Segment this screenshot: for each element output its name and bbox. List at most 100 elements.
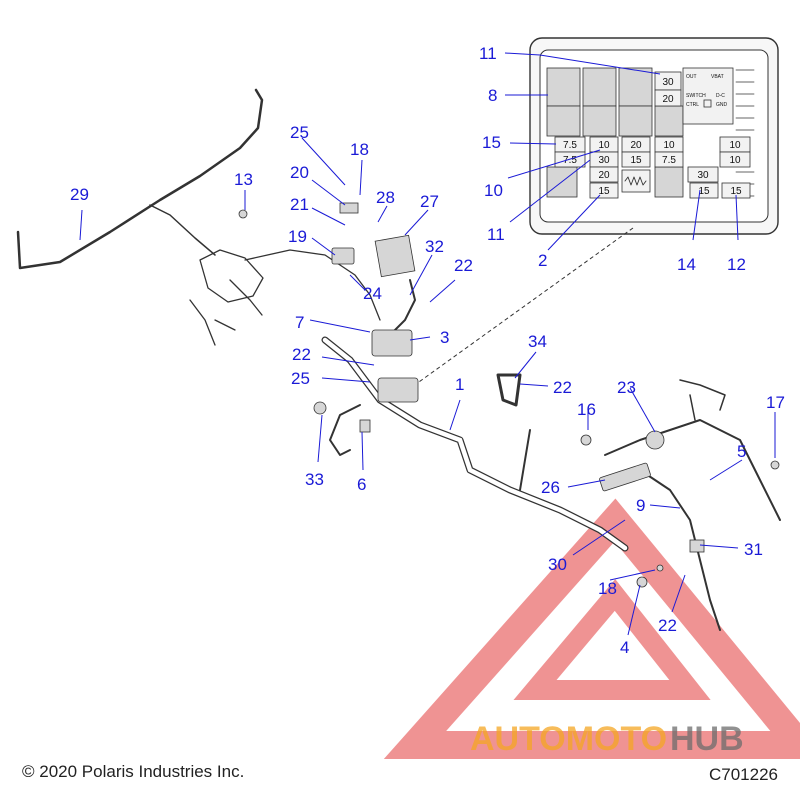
relay-9 bbox=[654, 166, 684, 198]
figure-code: C701226 bbox=[708, 765, 778, 784]
leader-32 bbox=[409, 254, 433, 296]
leader-22-mid bbox=[519, 383, 549, 387]
callout-11-top: 11 bbox=[479, 44, 497, 63]
leader-5 bbox=[709, 459, 743, 481]
callout-30: 30 bbox=[548, 555, 567, 574]
fuse-box-onboard bbox=[377, 377, 419, 403]
leader-25-top bbox=[301, 137, 346, 186]
fuse-label-10-a: 10 bbox=[598, 140, 610, 151]
relay-8 bbox=[546, 166, 578, 198]
callout-4: 4 bbox=[620, 638, 629, 657]
leader-1 bbox=[449, 399, 461, 431]
callout-25-top: 25 bbox=[290, 123, 309, 142]
watermark-text-gray: HUB bbox=[670, 720, 744, 758]
relay-4 bbox=[546, 105, 581, 137]
callout-13: 13 bbox=[234, 170, 253, 189]
resistor-icon bbox=[624, 176, 647, 186]
callout-27: 27 bbox=[420, 192, 439, 211]
fuse-label-15-low-a: 15 bbox=[598, 186, 610, 197]
leader-18-bottom bbox=[609, 569, 656, 581]
harness-32 bbox=[389, 279, 416, 336]
fuse-label-30-top: 30 bbox=[662, 77, 674, 88]
callout-20: 20 bbox=[290, 163, 309, 182]
callout-19: 19 bbox=[288, 227, 307, 246]
callout-32: 32 bbox=[425, 237, 444, 256]
callout-2: 2 bbox=[538, 251, 547, 270]
relay-text-vbat: VBAT bbox=[711, 74, 724, 80]
fuse-label-75-b: 7.5 bbox=[563, 155, 577, 166]
callout-21: 21 bbox=[290, 195, 309, 214]
fuse-resistor bbox=[621, 169, 651, 193]
callout-11-bottom: 11 bbox=[487, 225, 505, 244]
callout-15: 15 bbox=[482, 133, 501, 152]
leader-23 bbox=[629, 387, 656, 433]
callout-22-top: 22 bbox=[454, 256, 473, 275]
leader-14 bbox=[692, 189, 701, 241]
fuse-15-mid bbox=[621, 151, 651, 168]
harness-right bbox=[604, 419, 781, 521]
callout-22-left: 22 bbox=[292, 345, 311, 364]
wire-harness bbox=[16, 88, 781, 631]
watermark-logo bbox=[383, 498, 800, 759]
leader-24 bbox=[349, 274, 366, 291]
fuse-label-15-low: 15 bbox=[698, 186, 710, 197]
leader-11-bottom bbox=[509, 159, 591, 223]
callout-16: 16 bbox=[577, 400, 596, 419]
projection-line bbox=[404, 227, 634, 393]
fuse-20-top bbox=[654, 89, 682, 107]
fuse-15-low bbox=[689, 182, 719, 199]
relay-5 bbox=[582, 105, 617, 137]
fuse-label-15-right: 15 bbox=[730, 186, 742, 197]
leader-18-top bbox=[359, 159, 363, 196]
bracket-26 bbox=[599, 462, 651, 492]
fuse-label-20-top: 20 bbox=[662, 94, 674, 105]
fuse-label-10-mid: 10 bbox=[663, 140, 675, 151]
part-21 bbox=[339, 202, 359, 214]
relay-19 bbox=[331, 247, 355, 265]
callout-14: 14 bbox=[677, 255, 696, 274]
relay-text-out: OUT bbox=[686, 74, 697, 80]
fuse-75-mid bbox=[654, 151, 684, 168]
callout-33: 33 bbox=[305, 470, 324, 489]
callout-22-bottom: 22 bbox=[658, 616, 677, 635]
callout-34: 34 bbox=[528, 332, 547, 351]
relay-1 bbox=[546, 67, 581, 107]
leader-2 bbox=[547, 194, 601, 251]
harness-1-trunk bbox=[321, 336, 629, 552]
fuse-20-low bbox=[589, 166, 619, 183]
connector-cluster-right bbox=[679, 379, 726, 421]
connector-cluster-left bbox=[189, 249, 381, 346]
leader-21 bbox=[311, 207, 346, 226]
part-33 bbox=[313, 401, 327, 415]
callout-29: 29 bbox=[70, 185, 89, 204]
part-16 bbox=[580, 434, 592, 446]
fuse-10-right-2 bbox=[719, 151, 751, 168]
leader-28 bbox=[377, 205, 388, 223]
harness-29-branch bbox=[149, 204, 216, 256]
fuse-label-10-right: 10 bbox=[729, 140, 741, 151]
callout-24: 24 bbox=[363, 284, 382, 303]
harness-29-left bbox=[16, 88, 264, 270]
leader-12 bbox=[735, 194, 739, 241]
callout-8: 8 bbox=[488, 86, 497, 105]
relay-2 bbox=[582, 67, 617, 107]
watermark-text-orange: AUTOMOTO bbox=[470, 720, 667, 758]
relay-text-ctrl: CTRL bbox=[686, 102, 699, 108]
leader-11-top bbox=[504, 52, 661, 75]
callout-28: 28 bbox=[376, 188, 395, 207]
part-6 bbox=[359, 419, 371, 433]
fuse-label-20-mid: 20 bbox=[630, 140, 642, 151]
callout-7: 7 bbox=[295, 313, 304, 332]
callout-17: 17 bbox=[766, 393, 785, 412]
relay-6 bbox=[618, 105, 653, 137]
leader-19 bbox=[311, 237, 336, 256]
callout-26: 26 bbox=[541, 478, 560, 497]
relay-indicator bbox=[703, 99, 712, 108]
callout-5: 5 bbox=[737, 442, 746, 461]
part-13 bbox=[238, 209, 248, 219]
leader-3 bbox=[409, 336, 431, 341]
component-23 bbox=[645, 430, 665, 450]
leader-25-mid bbox=[321, 377, 371, 383]
